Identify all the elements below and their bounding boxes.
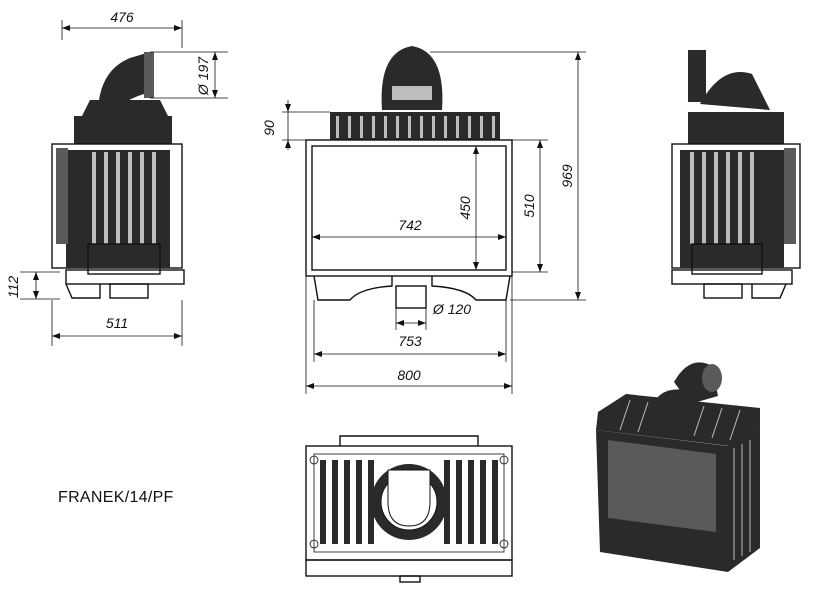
right-side-view — [671, 50, 801, 299]
left-side-view: 476 Ø 197 — [5, 9, 228, 346]
side-depth-label: 476 — [110, 9, 134, 25]
total-height-label: 969 — [559, 164, 575, 188]
side-width-label: 511 — [106, 315, 128, 331]
body-height-label: 510 — [521, 194, 537, 218]
front-view: 90 742 450 510 969 — [261, 46, 586, 394]
top-view — [305, 435, 513, 583]
isometric-view — [596, 362, 760, 572]
inlet-diameter-label: Ø 120 — [432, 301, 471, 317]
model-label: FRANEK/14/PF — [58, 489, 174, 506]
total-width-label: 800 — [397, 367, 421, 383]
outlet-diameter-label: Ø 197 — [195, 56, 211, 96]
base-width-label: 753 — [398, 333, 422, 349]
door-height-label: 450 — [457, 196, 473, 220]
side-base-height-label: 112 — [5, 276, 21, 299]
top-cap-height-label: 90 — [261, 120, 277, 136]
door-width-label: 742 — [398, 217, 422, 233]
